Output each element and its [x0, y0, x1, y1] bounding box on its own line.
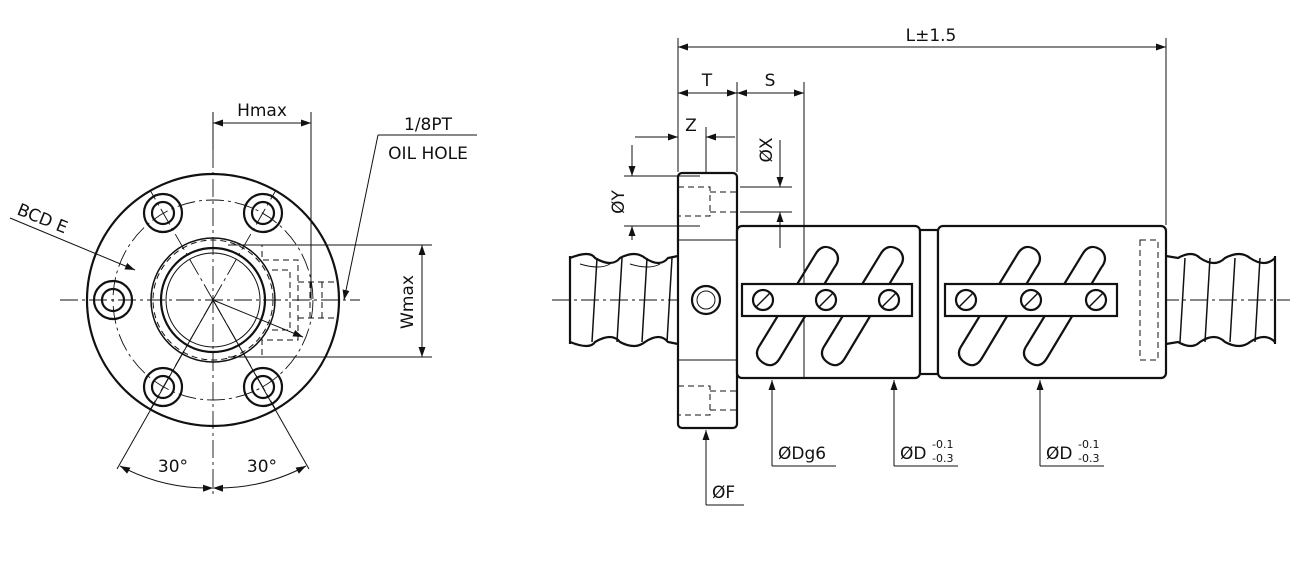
dia-dg6-label: ØDg6 — [778, 444, 826, 464]
oil-hole-size-label: 1/8PT — [404, 115, 453, 135]
angle-right-label: 30° — [247, 457, 277, 477]
s-label: S — [765, 71, 776, 91]
retainer-screws-left — [751, 288, 901, 312]
screw-shaft-right — [1165, 252, 1277, 348]
dia-d-1-label: ØD — [900, 444, 926, 464]
oil-hole-label: OIL HOLE — [388, 144, 468, 164]
bore-inner — [159, 246, 267, 354]
nut-body-right — [936, 224, 1168, 380]
z-label: Z — [685, 116, 697, 136]
tol-lower-1: -0.3 — [932, 452, 953, 465]
bore-outer — [150, 237, 276, 363]
tol-upper-2: -0.1 — [1078, 438, 1099, 451]
retainer-screws-right — [954, 288, 1108, 312]
length-label: L±1.5 — [906, 26, 957, 46]
dia-x-label: ØX — [757, 137, 777, 162]
angle-left-label: 30° — [158, 457, 188, 477]
flange-outline — [85, 172, 341, 428]
side-view: L±1.5 T S Z ØY ØX ØF ØDg6 — [552, 26, 1290, 506]
wmax-label: Wmax — [398, 275, 418, 329]
dia-d-2-label: ØD — [1046, 444, 1072, 464]
thread-root-circle — [165, 252, 261, 348]
dia-y-label: ØY — [609, 190, 629, 214]
return-tube-hidden — [228, 244, 335, 358]
t-label: T — [701, 71, 713, 91]
oil-hole-icon — [690, 284, 722, 316]
tol-lower-2: -0.3 — [1078, 452, 1099, 465]
bcd-label: BCD E — [14, 200, 70, 238]
screw-shaft-left — [568, 252, 679, 348]
bolt-holes — [92, 192, 284, 408]
nut-body-hidden — [152, 239, 274, 361]
dia-f-label: ØF — [712, 483, 735, 503]
front-view: Hmax Wmax BCD E 1/8PT OIL HOLE 30° 30° — [9, 101, 477, 495]
bolt-circle — [112, 199, 314, 401]
nut-spacer — [918, 228, 940, 376]
tol-upper-1: -0.1 — [932, 438, 953, 451]
nut-body-left — [735, 224, 922, 380]
hmax-label: Hmax — [237, 101, 287, 121]
nut-flange — [676, 171, 739, 430]
